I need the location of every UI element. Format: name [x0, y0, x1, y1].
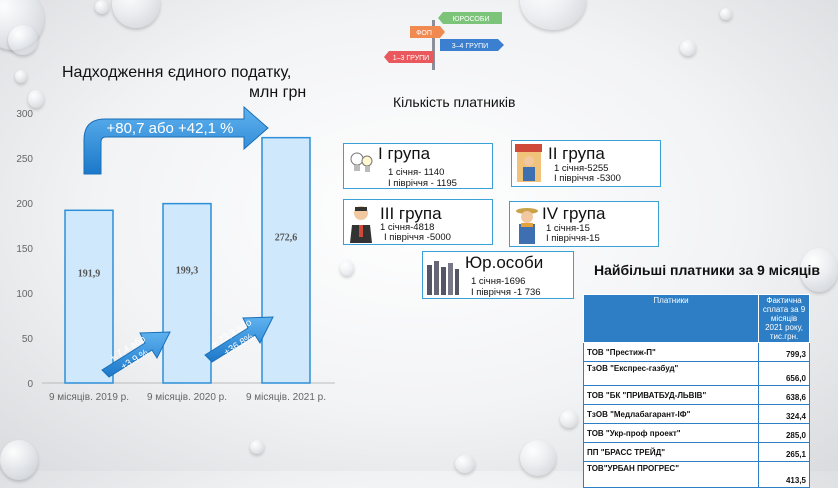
growth-arrow-2020	[101, 331, 171, 378]
col-header-value: Фактична сплата за 9 місяців 2021 року, …	[758, 294, 810, 343]
water-drop	[720, 8, 732, 20]
payer-value: 324,4	[758, 404, 810, 424]
water-drop	[8, 25, 38, 55]
largest-payers-heading: Найбільші платники за 9 місяців	[594, 262, 820, 278]
table-row: ТОВ"УРБАН ПРОГРЕС"413,5	[582, 461, 810, 488]
col-header-name: Платники	[582, 294, 760, 343]
table-row: ТОВ "Престиж-П"799,3	[582, 342, 810, 362]
chart-subtitle: млн грн	[249, 84, 307, 101]
bar	[162, 202, 212, 384]
group-2-line1: 1 січня-5255	[554, 163, 609, 174]
legal-entities-line1: 1 січня-1696	[471, 276, 526, 287]
signpost-yurosoby: ЮРОСОБИ	[452, 16, 489, 23]
legal-entities-box: Юр.особи 1 січня-1696 І півріччя -1 736	[422, 251, 574, 299]
payer-value: 656,0	[758, 361, 810, 386]
farmer-icon	[516, 208, 538, 244]
legal-entities-line2: І півріччя -1 736	[471, 287, 541, 298]
water-drop	[95, 0, 109, 14]
group-1-line1: 1 січня- 1140	[388, 167, 445, 178]
group-4-line1: 1 січня-15	[546, 223, 590, 234]
shopkeeper-icon	[515, 144, 542, 182]
total-growth-arrow	[83, 105, 269, 175]
water-drop	[28, 90, 44, 108]
table-row: ТзОВ "Експрес-газбуд"656,0	[582, 361, 810, 386]
group-4-box: ІV група 1 січня-15 І півріччя-15	[509, 201, 659, 247]
bar-value-label: 191,9	[78, 269, 101, 280]
payer-name: ПП "БРАСС ТРЕЙД"	[582, 442, 760, 462]
group-3-line2: І півріччя -5000	[384, 232, 451, 243]
water-drop	[560, 410, 578, 428]
x-category-label: 9 місяців. 2019 р.	[49, 392, 129, 403]
business-people-icon	[427, 261, 459, 295]
payer-name: ТОВ "БК "ПРИВАТБУД-ЛЬВІВ"	[582, 385, 760, 405]
payer-value: 413,5	[758, 461, 810, 488]
y-tick-label: 200	[16, 199, 33, 210]
group-2-box: ІІ група 1 січня-5255 І півріччя -5300	[511, 140, 661, 187]
group-1-line2: І півріччя - 1195	[388, 178, 457, 189]
group-2-title: ІІ група	[548, 144, 605, 163]
x-category-label: 9 місяців. 2020 р.	[147, 392, 227, 403]
water-drop	[15, 70, 27, 83]
group-1-title: І група	[378, 144, 431, 163]
y-tick-label: 50	[22, 334, 34, 345]
table-row: ПП "БРАСС ТРЕЙД"265,1	[582, 442, 810, 462]
water-drop	[520, 440, 556, 476]
x-category-label: 9 місяців. 2021 р.	[246, 392, 326, 403]
signpost-groups-3-4: 3–4 ГРУПИ	[452, 43, 488, 50]
y-tick-label: 300	[16, 109, 33, 120]
largest-payers-table: Платники Фактична сплата за 9 місяців 20…	[582, 294, 810, 488]
y-tick-label: 250	[16, 154, 33, 165]
payer-name: ТзОВ "Медлабагарант-ІФ"	[582, 404, 760, 424]
signpost-illustration: ЮРОСОБИ ФОП 3–4 ГРУПИ 1–3 ГРУПИ	[384, 12, 504, 70]
water-drop	[340, 260, 354, 276]
payer-name: ТзОВ "Експрес-газбуд"	[582, 361, 760, 386]
group-3-line1: 1 січня-4818	[380, 222, 435, 233]
water-drop	[680, 40, 696, 56]
y-tick-label: 0	[27, 379, 33, 390]
table-row: ТзОВ "Медлабагарант-ІФ"324,4	[582, 404, 810, 424]
revenue-bar-chart: 0 50 100 150 200 250 300 191,9 199,3 272,6 9 міс…	[16, 12, 504, 403]
lightbulb-icon	[350, 152, 373, 172]
payer-value: 799,3	[758, 342, 810, 362]
legal-entities-title: Юр.особи	[465, 253, 544, 272]
group-4-line2: І півріччя-15	[546, 233, 600, 244]
businessman-icon	[350, 206, 372, 243]
signpost-groups-1-3: 1–3 ГРУПИ	[393, 55, 429, 62]
signpost-fop: ФОП	[416, 30, 432, 37]
growth-arrow-2021	[204, 316, 274, 363]
payer-name: ТОВ"УРБАН ПРОГРЕС"	[582, 461, 760, 488]
bar	[261, 136, 311, 384]
bar	[64, 209, 114, 384]
payer-value: 638,6	[758, 385, 810, 405]
payer-value: 265,1	[758, 442, 810, 462]
payer-value: 285,0	[758, 423, 810, 443]
payer-name: ТОВ "Престиж-П"	[582, 342, 760, 362]
bar-value-label: 272,6	[275, 232, 298, 243]
group-1-box: І група 1 січня- 1140 І півріччя - 1195	[343, 143, 493, 189]
total-growth-label: +80,7 або +42,1 %	[106, 120, 233, 137]
group-2-line2: І півріччя -5300	[554, 173, 621, 184]
bar-value-label: 199,3	[176, 265, 199, 276]
water-drop	[250, 440, 264, 454]
group-3-title: ІІІ група	[380, 204, 442, 223]
group-4-title: ІV група	[542, 204, 606, 223]
chart-title: Надходження єдиного податку,	[62, 64, 292, 81]
payer-name: ТОВ "Укр-проф проект"	[582, 423, 760, 443]
water-drop	[455, 455, 475, 473]
y-tick-label: 100	[16, 289, 33, 300]
group-3-box: ІІІ група 1 січня-4818 І півріччя -5000	[343, 199, 493, 245]
table-row: ТОВ "БК "ПРИВАТБУД-ЛЬВІВ"638,6	[582, 385, 810, 405]
y-tick-label: 150	[16, 244, 33, 255]
water-drop	[800, 248, 838, 292]
table-row: ТОВ "Укр-проф проект"285,0	[582, 423, 810, 443]
payers-heading: Кількість платників	[393, 94, 516, 110]
